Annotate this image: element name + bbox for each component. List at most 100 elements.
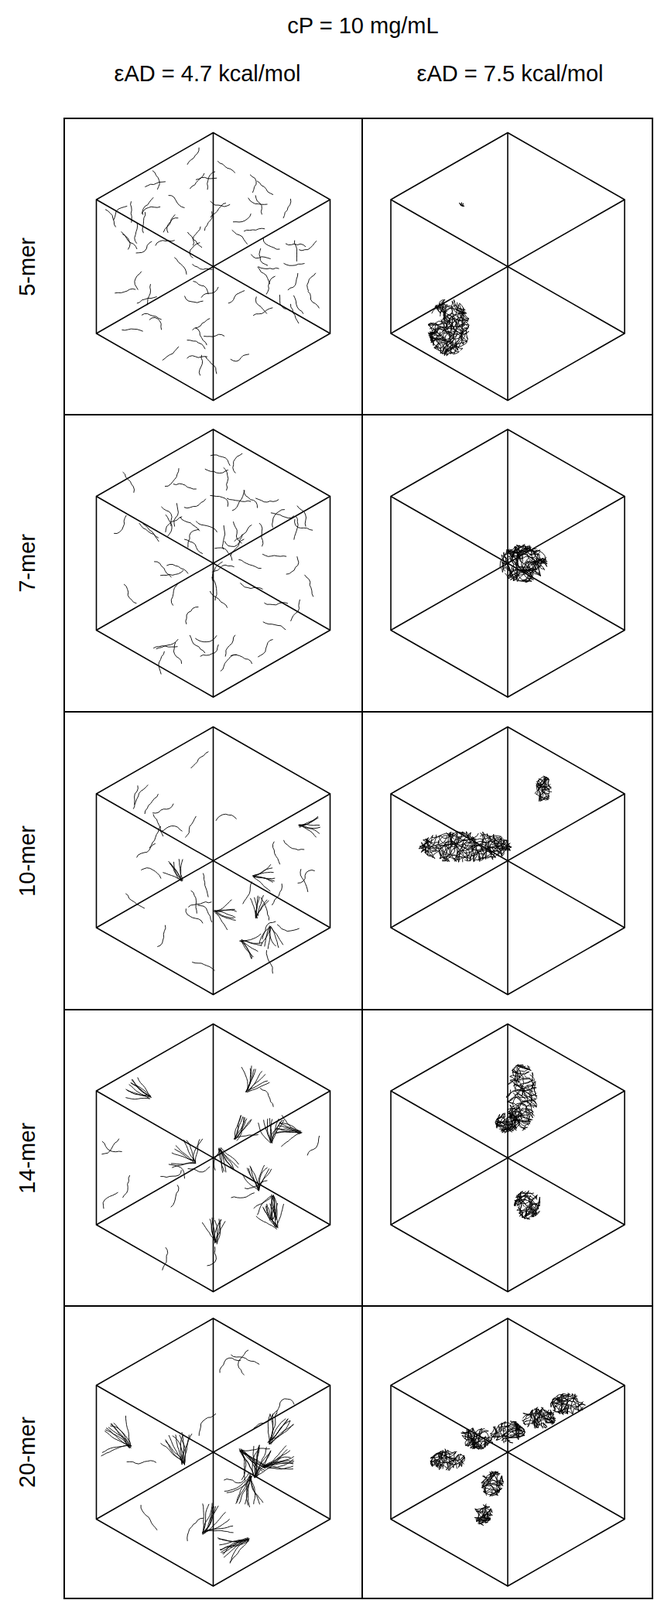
polymer-chain	[184, 499, 206, 509]
polymer-chain	[243, 489, 257, 508]
polymer-chain	[191, 890, 198, 915]
polymer-chain	[205, 469, 229, 473]
polymer-chain	[253, 308, 273, 316]
polymer-chain	[263, 622, 286, 631]
polymer-chain	[536, 777, 549, 784]
box-edge	[390, 794, 625, 928]
simulation-box	[96, 429, 331, 698]
box-edge	[96, 496, 331, 631]
polymer-chain	[226, 498, 251, 502]
polymer-chain	[171, 1164, 196, 1165]
polymer-chain	[246, 1082, 270, 1093]
polymer-chain	[230, 354, 250, 362]
polymer-chain	[230, 655, 253, 665]
polymer-chain	[241, 1450, 246, 1481]
polymer-chain	[287, 273, 298, 291]
polymer-chain	[141, 313, 162, 320]
polymer-chain	[234, 1116, 242, 1140]
polymer-chain	[173, 483, 197, 490]
polymer-chain	[510, 1114, 518, 1130]
polymer-chain	[308, 291, 320, 309]
polymer-chain	[486, 834, 509, 842]
polymer-chain	[270, 513, 295, 519]
simulation-box	[390, 1024, 625, 1293]
polymer-chain	[187, 232, 203, 248]
polymer-chain	[260, 1088, 274, 1107]
grid-frame	[64, 118, 653, 1600]
polymer-chain	[160, 826, 183, 833]
polymer-chain	[152, 804, 174, 814]
box-edge	[96, 199, 331, 334]
polymer-chain	[519, 1211, 536, 1218]
polymer-chain	[165, 1441, 185, 1466]
polymer-chain	[283, 198, 292, 219]
polymer-chain	[276, 1399, 295, 1415]
polymer-chain	[492, 1476, 504, 1484]
polymer-chain	[304, 575, 314, 597]
polymer-chain	[253, 1410, 278, 1429]
simulation-box	[96, 1024, 331, 1293]
polymer-chain	[307, 273, 316, 292]
polymer-chain	[142, 212, 146, 233]
polymer-chain	[205, 356, 217, 375]
polymer-chain	[193, 281, 209, 295]
polymer-chain	[477, 1506, 487, 1524]
polymer-chain	[126, 1090, 151, 1097]
polymer-chain	[239, 1476, 253, 1505]
polymer-chain	[298, 240, 317, 251]
polymer-chain	[246, 1068, 250, 1093]
polymer-chain	[181, 859, 184, 882]
polymer-chain	[551, 1396, 577, 1405]
polymer-chain	[102, 1192, 118, 1209]
polymer-chain	[192, 318, 211, 331]
polymer-chain	[293, 295, 304, 315]
polymer-chain	[125, 1098, 151, 1100]
grid-divider	[64, 414, 653, 416]
polymer-chain	[188, 902, 212, 908]
polymer-chain	[424, 842, 436, 860]
polymer-chain	[203, 1512, 226, 1534]
box-edge	[96, 794, 331, 928]
polymer-chain	[121, 328, 143, 332]
polymer-chain	[436, 840, 466, 847]
box-outline	[390, 727, 625, 996]
polymer-chain	[164, 468, 179, 487]
polymer-chain	[238, 559, 261, 569]
polymer-chain	[448, 302, 458, 329]
polymer-chain	[246, 1069, 255, 1093]
polymer-chain	[166, 564, 189, 575]
polymer-chain	[263, 238, 280, 250]
polymer-chain	[171, 1153, 196, 1161]
polymer-chain	[249, 1475, 260, 1506]
polymer-chain	[514, 1197, 519, 1207]
grid-divider	[361, 118, 363, 1600]
simulation-box	[390, 727, 625, 996]
polymer-chain	[216, 1219, 221, 1244]
polymer-chain	[101, 1139, 119, 1155]
polymer-chain	[520, 1066, 531, 1072]
polymer-chain	[223, 467, 229, 491]
box-edge	[390, 496, 625, 631]
polymer-chain	[140, 1505, 158, 1531]
polymer-chain	[256, 900, 268, 919]
polymer-chain	[204, 211, 213, 231]
polymer-chain	[259, 926, 271, 945]
polymer-chain	[185, 908, 203, 924]
polymer-chain	[481, 1484, 499, 1494]
polymer-chain	[508, 1424, 523, 1434]
polymer-chain	[113, 515, 127, 535]
polymer-chain	[428, 335, 443, 341]
box-edge	[390, 1091, 625, 1226]
polymer-chain	[187, 147, 199, 165]
polymer-chain	[517, 1207, 538, 1213]
polymer-chain	[253, 864, 271, 878]
polymer-chain	[252, 872, 274, 877]
polymer-chain	[222, 525, 225, 550]
polymer-chain	[262, 921, 276, 940]
polymer-chain	[109, 1426, 131, 1447]
polymer-chain	[136, 241, 153, 254]
polymer-chain	[134, 784, 148, 805]
polymer-chain	[262, 554, 287, 557]
polymer-chain	[518, 1191, 531, 1209]
